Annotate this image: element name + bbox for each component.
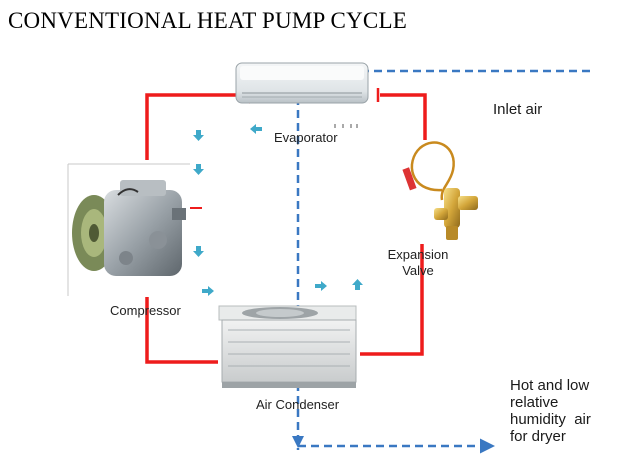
evaporator-unit xyxy=(235,62,369,128)
air-condenser-unit xyxy=(218,305,357,388)
arrow-right-1 xyxy=(202,286,214,296)
refrigerant-line-bottom-left xyxy=(145,297,218,364)
refrigerant-line-top-right xyxy=(380,93,427,140)
evaporator-label: Evaporator xyxy=(274,130,338,145)
outlet-air-label: Hot and low relative humidity air for dr… xyxy=(510,377,622,445)
refrigerant-line-top-left xyxy=(145,86,250,160)
outlet-air-line-3: humidity air xyxy=(510,411,591,428)
expansion-valve xyxy=(402,141,478,240)
air-down-arrow xyxy=(292,436,304,448)
arrow-down-1 xyxy=(193,130,204,141)
outlet-air-line-4: for dryer xyxy=(510,428,566,445)
arrow-right-2 xyxy=(315,281,327,291)
arrow-left-evap xyxy=(250,124,262,134)
outlet-air-line-2: relative xyxy=(510,394,559,411)
air-condenser-label: Air Condenser xyxy=(256,397,340,412)
inlet-air-label: Inlet air xyxy=(493,101,543,118)
refrigerant-line-bottom-right xyxy=(360,244,424,356)
arrow-down-3 xyxy=(193,246,204,257)
expansion-valve-label-line2: Valve xyxy=(402,263,434,278)
expansion-valve-label-line1: Expansion xyxy=(387,247,449,262)
arrow-up-1 xyxy=(352,279,363,290)
refrigerant-loop xyxy=(145,86,427,364)
outlet-air-line-1: Hot and low xyxy=(510,377,590,394)
compressor-label: Compressor xyxy=(110,303,181,318)
flow-arrows xyxy=(193,124,363,296)
diagram-title: CONVENTIONAL HEAT PUMP CYCLE xyxy=(8,8,407,33)
compressor-unit xyxy=(67,163,190,296)
expansion-valve-label: Expansion Valve xyxy=(383,247,453,279)
arrow-down-2 xyxy=(193,164,204,175)
